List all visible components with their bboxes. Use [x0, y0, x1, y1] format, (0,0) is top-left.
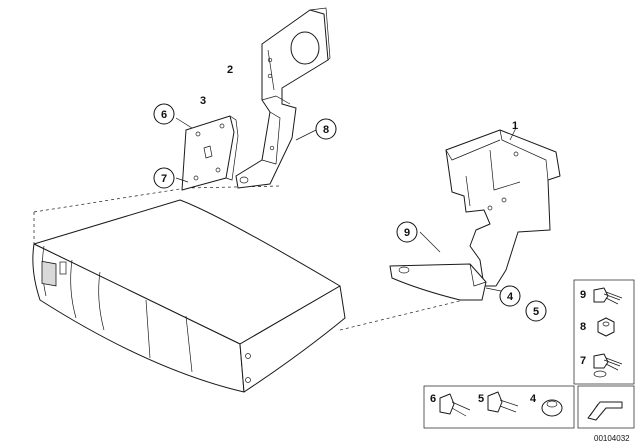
- callout-9: 9: [396, 221, 418, 243]
- cd-changer-unit: [32, 185, 481, 393]
- callout-7-label: 7: [161, 173, 167, 185]
- bracket-3: [181, 115, 239, 191]
- screw-5-icon: [487, 391, 519, 413]
- callout-6-label: 6: [161, 109, 167, 121]
- direction-arrow-icon: [577, 385, 635, 429]
- callout-8-label: 8: [323, 124, 329, 136]
- bracket-2: [235, 7, 331, 189]
- callout-7: 7: [153, 167, 175, 189]
- fastener-legend-vertical: 9 8 7: [573, 279, 635, 385]
- legend-label-4: 4: [530, 393, 537, 405]
- callout-4: 4: [499, 285, 521, 307]
- callout-8: 8: [315, 118, 337, 140]
- callout-6: 6: [153, 103, 175, 125]
- callout-5-label: 5: [533, 306, 539, 318]
- legend-label-6: 6: [430, 393, 436, 405]
- legend-label-7: 7: [580, 355, 586, 367]
- legend-label-5: 5: [478, 393, 484, 405]
- legend-label-9: 9: [580, 289, 586, 301]
- callout-4-label: 4: [507, 291, 514, 303]
- fastener-legend-horizontal: 6 5 4: [423, 385, 575, 429]
- callout-5: 5: [525, 300, 547, 322]
- legend-label-8: 8: [580, 321, 586, 333]
- nut-8-icon: [597, 317, 615, 337]
- part-number-2: 2: [227, 64, 233, 76]
- screw-6-icon: [439, 393, 471, 417]
- part-number-1: 1: [512, 120, 518, 132]
- diagram-code: 00104032: [594, 434, 630, 443]
- screw-7-icon: [593, 353, 623, 378]
- callout-9-label: 9: [404, 227, 410, 239]
- screw-9-icon: [593, 287, 623, 305]
- part-number-3: 3: [200, 95, 206, 107]
- grommet-4-icon: [541, 399, 563, 417]
- bracket-1: [389, 129, 561, 301]
